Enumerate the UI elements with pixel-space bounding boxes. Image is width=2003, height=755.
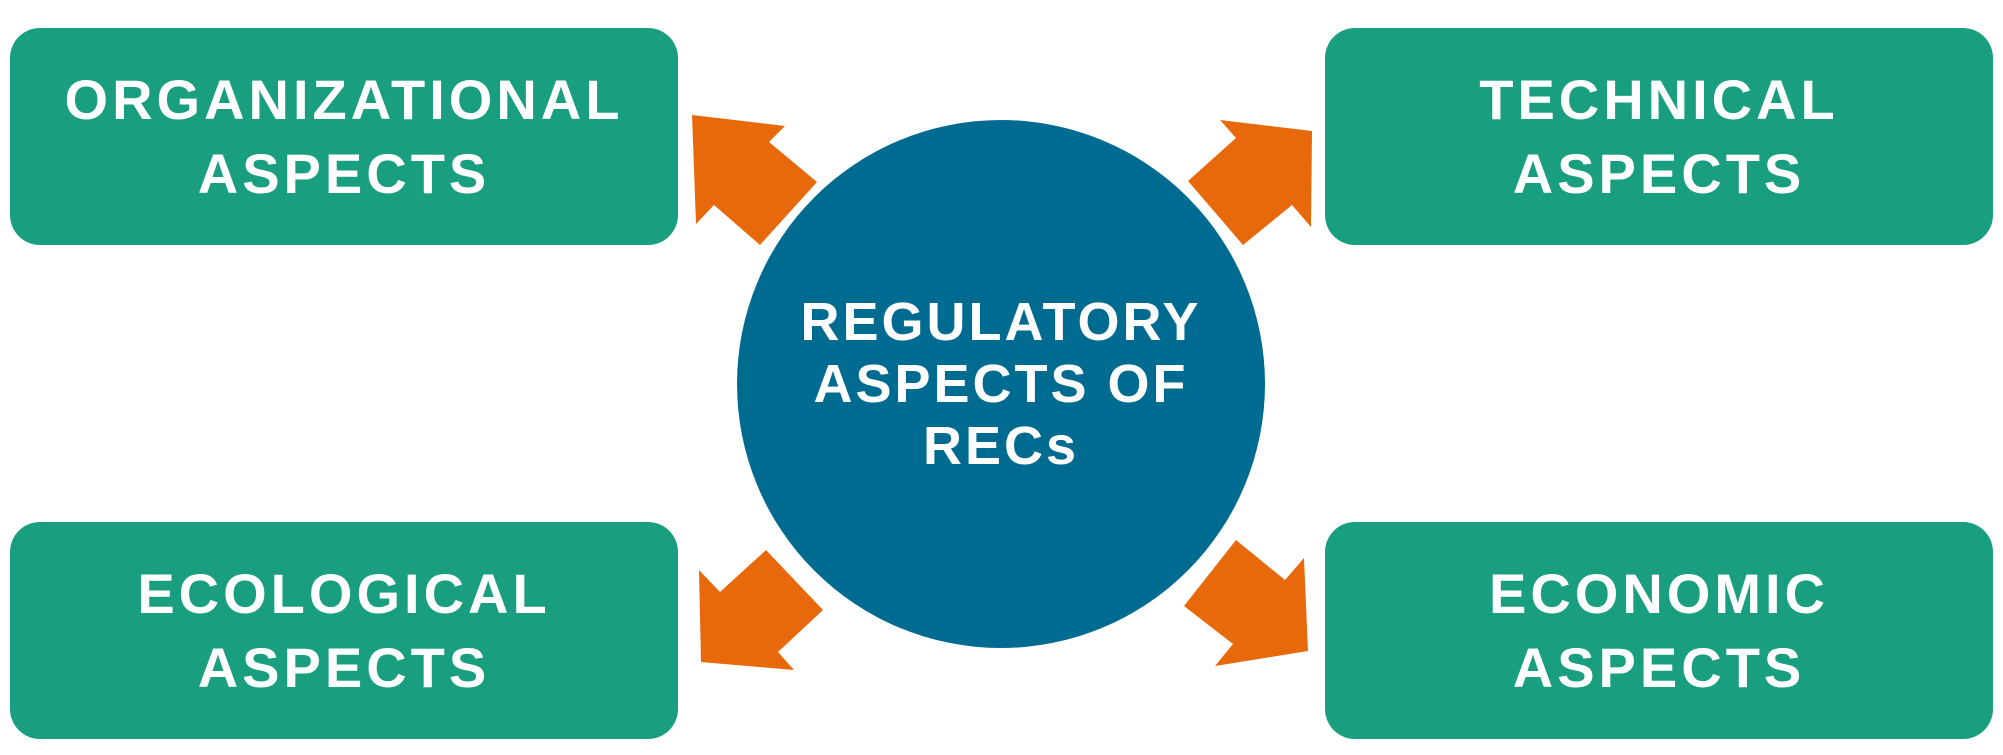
ecological-aspects-box: ECOLOGICAL ASPECTS	[10, 522, 678, 739]
arrow-to-economic	[1184, 540, 1308, 666]
arrow-to-technical	[1188, 120, 1312, 245]
ecological-aspects-label: ECOLOGICAL ASPECTS	[137, 561, 551, 699]
technical-aspects-box: TECHNICAL ASPECTS	[1325, 28, 1993, 245]
technical-aspects-label: TECHNICAL ASPECTS	[1479, 67, 1839, 205]
organizational-aspects-box: ORGANIZATIONAL ASPECTS	[10, 28, 678, 245]
regulatory-aspects-label: REGULATORY ASPECTS OF RECs	[800, 292, 1202, 476]
organizational-aspects-label: ORGANIZATIONAL ASPECTS	[64, 67, 624, 205]
arrow-to-ecological	[699, 550, 823, 670]
arrow-to-organizational	[692, 115, 817, 245]
economic-aspects-label: ECONOMIC ASPECTS	[1489, 561, 1829, 699]
economic-aspects-box: ECONOMIC ASPECTS	[1325, 522, 1993, 739]
regulatory-aspects-circle: REGULATORY ASPECTS OF RECs	[737, 120, 1265, 648]
